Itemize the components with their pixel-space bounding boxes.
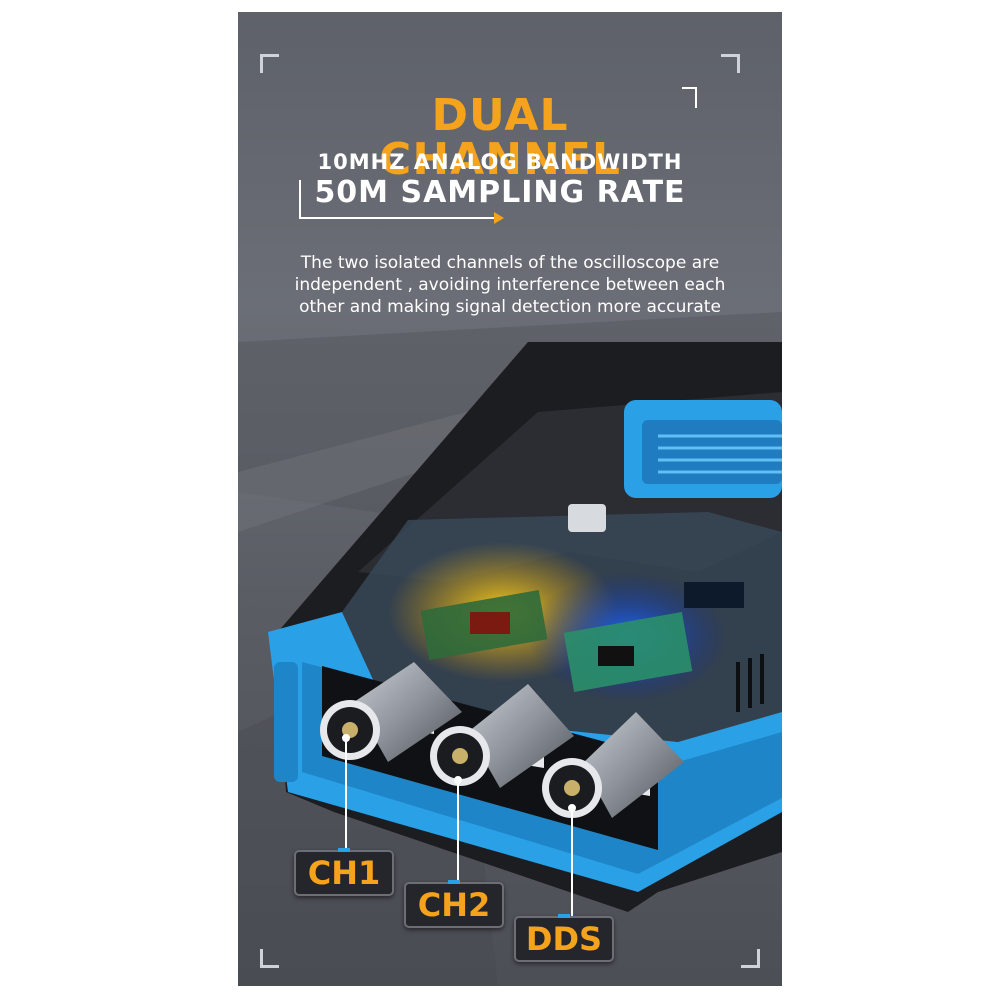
ch2-label-text: CH2 xyxy=(417,886,491,924)
corner-frame xyxy=(260,949,279,968)
product-banner: DUAL CHANNEL 10MHZ ANALOG BANDWIDTH 50M … xyxy=(238,12,782,986)
headline-title: DUAL CHANNEL xyxy=(379,90,621,185)
label-tab xyxy=(558,914,570,918)
device-illustration xyxy=(238,87,782,986)
feature-description: The two isolated channels of the oscillo… xyxy=(244,252,776,318)
description-line: independent , avoiding interference betw… xyxy=(294,275,726,295)
dds-label: DDS xyxy=(514,914,614,962)
corner-frame xyxy=(741,949,760,968)
sampling-spec: 50M SAMPLING RATE xyxy=(314,175,686,210)
dds-connector xyxy=(542,712,684,818)
ch1-connector xyxy=(320,662,462,762)
bandwidth-spec: 10MHZ ANALOG BANDWIDTH xyxy=(317,150,683,174)
ch2-label: CH2 xyxy=(404,880,504,928)
label-tab xyxy=(338,848,350,852)
corner-frame xyxy=(721,54,740,73)
description-line: other and making signal detection more a… xyxy=(299,297,721,317)
label-tab xyxy=(448,880,460,884)
dds-label-text: DDS xyxy=(525,920,603,958)
ch1-label-text: CH1 xyxy=(307,854,381,892)
description-line: The two isolated channels of the oscillo… xyxy=(300,253,720,273)
ch2-connector xyxy=(430,684,574,788)
ch1-label: CH1 xyxy=(294,848,394,896)
corner-frame xyxy=(260,54,279,73)
